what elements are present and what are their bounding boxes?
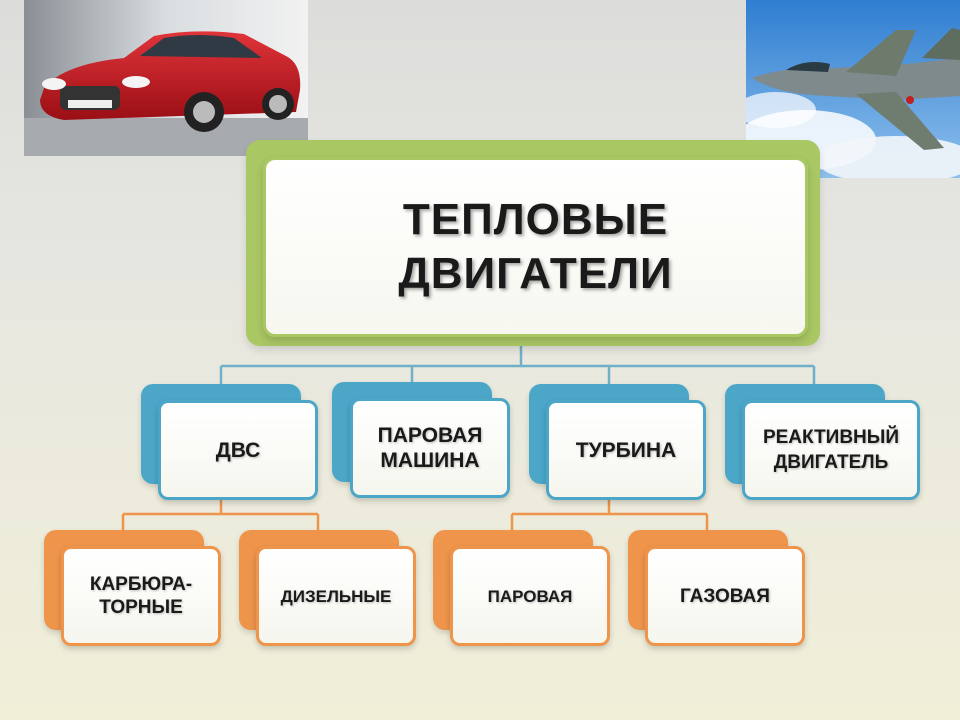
node-turbine: ТУРБИНА [546, 400, 706, 500]
root-node: ТЕПЛОВЫЕ ДВИГАТЕЛИ [263, 157, 808, 337]
root-connectors [219, 346, 816, 384]
node-steam-turbine-label: ПАРОВАЯ [487, 586, 573, 606]
car-photo [24, 0, 308, 156]
node-steam-engine-label-line2: МАШИНА [380, 449, 480, 472]
node-dvs-label: ДВС [215, 438, 261, 462]
turbine-connectors [510, 500, 709, 530]
node-steam-turbine: ПАРОВАЯ [450, 546, 610, 646]
car-image [24, 0, 308, 156]
node-gas-turbine: ГАЗОВАЯ [645, 546, 805, 646]
dvs-connectors [121, 500, 320, 530]
node-dvs: ДВС [158, 400, 318, 500]
node-turbine-label: ТУРБИНА [575, 438, 677, 462]
node-carburetor-label-line2: ТОРНЫЕ [99, 597, 183, 618]
root-title: ТЕПЛОВЫЕ ДВИГАТЕЛИ [398, 193, 672, 301]
node-diesel: ДИЗЕЛЬНЫЕ [256, 546, 416, 646]
node-diesel-label: ДИЗЕЛЬНЫЕ [280, 586, 392, 606]
node-carburetor-label-line1: КАРБЮРА- [89, 574, 193, 595]
node-jet-engine: РЕАКТИВНЫЙ ДВИГАТЕЛЬ [742, 400, 920, 500]
root-title-line1: ТЕПЛОВЫЕ [402, 195, 669, 244]
node-jet-engine-label-line2: ДВИГАТЕЛЬ [773, 452, 889, 473]
node-carburetor: КАРБЮРА- ТОРНЫЕ [61, 546, 221, 646]
node-jet-engine-label-line1: РЕАКТИВНЫЙ [762, 427, 900, 448]
node-gas-turbine-label: ГАЗОВАЯ [680, 585, 770, 607]
root-title-line2: ДВИГАТЕЛИ [398, 249, 673, 298]
node-steam-engine-label-line1: ПАРОВАЯ [377, 424, 483, 447]
node-steam-engine: ПАРОВАЯ МАШИНА [350, 398, 510, 498]
